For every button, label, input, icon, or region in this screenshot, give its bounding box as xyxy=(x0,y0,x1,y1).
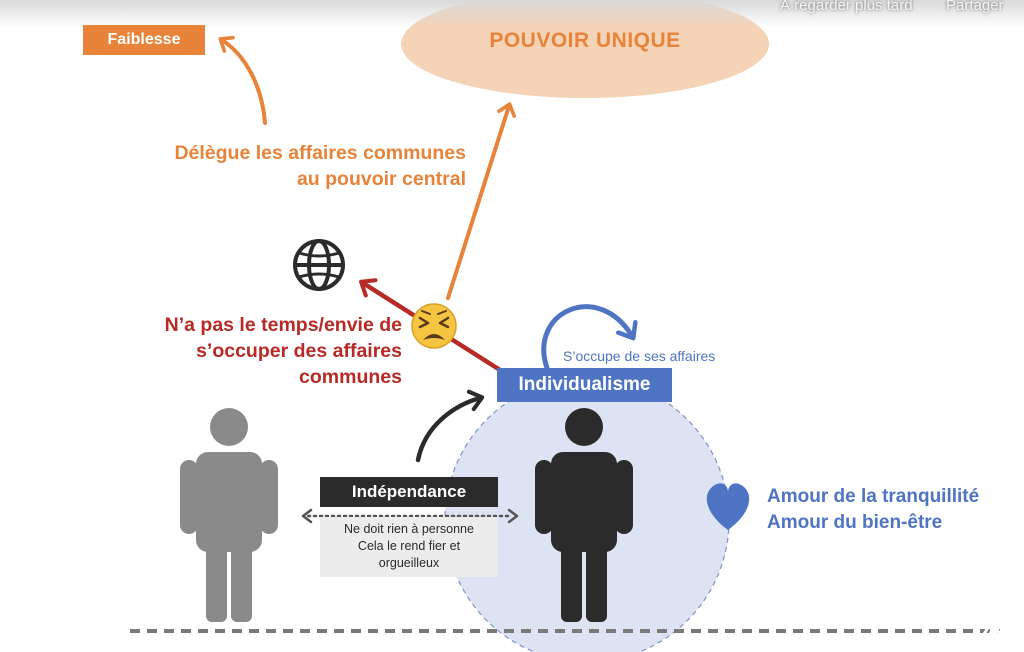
logo-icon xyxy=(979,619,1005,641)
indep-desc-line-3: orgueilleux xyxy=(378,556,440,570)
independance-tag: Indépendance xyxy=(320,477,498,507)
indep-desc-line-2: Cela le rend fier et xyxy=(357,539,461,553)
top-overlay xyxy=(0,0,1024,28)
arrow-to-pouvoir xyxy=(446,102,517,300)
napas-line-2: s’occuper des affaires communes xyxy=(196,340,402,388)
heart-icon xyxy=(706,483,750,530)
napas-text: N’a pas le temps/envie de s’occuper des … xyxy=(90,312,402,390)
delegue-line-1: Délègue les affaires communes xyxy=(174,142,466,164)
pouvoir-unique-label: POUVOIR UNIQUE xyxy=(489,29,681,52)
black-person-figure xyxy=(535,408,633,622)
tired-face-icon xyxy=(411,303,457,349)
independance-description: Ne doit rien à personne Cela le rend fie… xyxy=(320,517,498,577)
gray-person-figure xyxy=(180,408,278,622)
dotted-arrowhead-right xyxy=(507,508,519,524)
curved-arrow-independance xyxy=(415,389,485,463)
amour-text: Amour de la tranquillité Amour du bien-ê… xyxy=(767,484,979,536)
delegue-text: Délègue les affaires communes au pouvoir… xyxy=(120,140,466,192)
share-link[interactable]: Partager xyxy=(946,0,1004,14)
arrow-to-faiblesse xyxy=(218,35,267,125)
dotted-arrowhead-left xyxy=(301,508,313,524)
napas-line-1: N’a pas le temps/envie de xyxy=(164,314,402,336)
soccupe-label: S’occupe de ses affaires xyxy=(563,348,716,364)
amour-line-2: Amour du bien-être xyxy=(767,512,943,533)
globe-icon xyxy=(293,239,345,291)
faiblesse-tag: Faiblesse xyxy=(83,25,205,55)
individualisme-tag: Individualisme xyxy=(497,368,672,402)
loop-arrow xyxy=(541,304,638,371)
delegue-line-2: au pouvoir central xyxy=(296,168,466,190)
watch-later-link[interactable]: À regarder plus tard xyxy=(780,0,913,14)
indep-desc-line-1: Ne doit rien à personne xyxy=(344,522,474,536)
amour-line-1: Amour de la tranquillité xyxy=(767,486,980,507)
